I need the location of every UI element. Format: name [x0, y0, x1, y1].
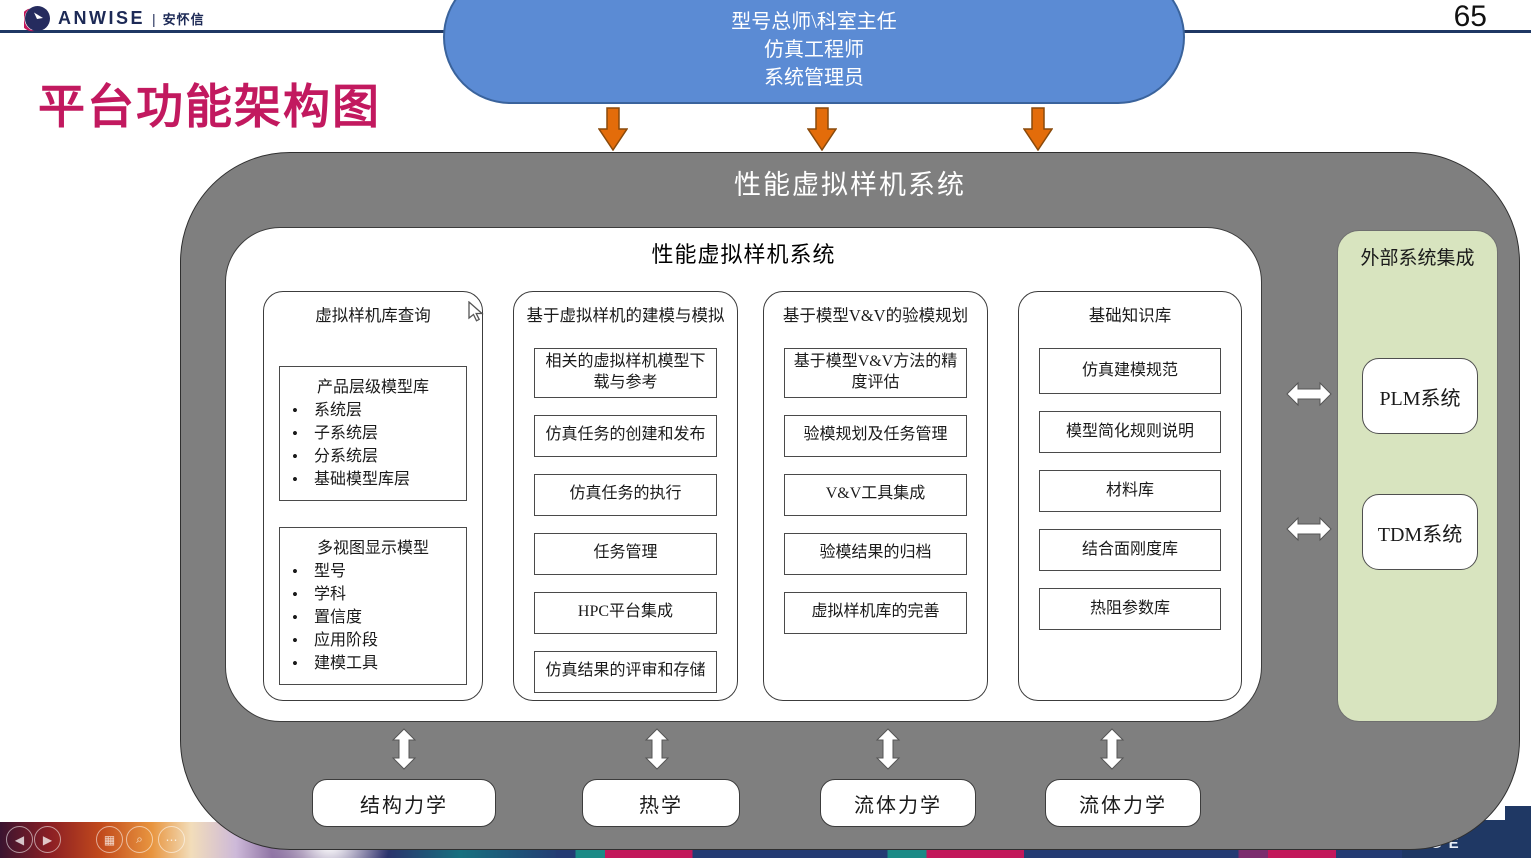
- brand-name: ANWISE: [58, 8, 145, 28]
- double-arrow-horizontal-icon: [1286, 381, 1332, 407]
- module-thermal: 热学: [582, 779, 740, 827]
- bullet-item: 系统层: [286, 399, 460, 422]
- function-box: 相关的虚拟样机模型下载与参考: [534, 348, 717, 398]
- box-stack: 基于模型V&V方法的精度评估 验模规划及任务管理 V&V工具集成 验模结果的归档…: [764, 348, 987, 634]
- function-box: 基于模型V&V方法的精度评估: [784, 348, 967, 398]
- function-box: 模型简化规则说明: [1039, 411, 1221, 453]
- mouse-cursor-icon: [468, 301, 484, 322]
- function-box: V&V工具集成: [784, 473, 967, 516]
- brand-divider: |: [152, 10, 156, 27]
- function-box: 结合面刚度库: [1039, 529, 1221, 571]
- group-title: 多视图显示模型: [316, 540, 429, 557]
- outer-system-title: 性能虚拟样机系统: [734, 170, 966, 200]
- plm-system-box: PLM系统: [1362, 358, 1478, 434]
- function-box: 任务管理: [534, 532, 717, 575]
- prev-icon[interactable]: ◀: [6, 826, 33, 853]
- module-structural-mechanics: 结构力学: [312, 779, 496, 827]
- column-title: 虚拟样机库查询: [315, 306, 431, 325]
- inner-system-container: 性能虚拟样机系统 虚拟样机库查询 产品层级模型库 系统层 子系统层 分系统层 基…: [225, 227, 1262, 722]
- column-title: 基础知识库: [1088, 306, 1172, 325]
- anwise-logo-icon: [24, 6, 50, 32]
- bullet-item: 置信度: [286, 606, 460, 629]
- column-title: 基于虚拟样机的建模与模拟: [526, 306, 725, 325]
- bullet-list: 系统层 子系统层 分系统层 基础模型库层: [286, 399, 460, 491]
- external-integration-panel: 外部系统集成 PLM系统 TDM系统: [1337, 230, 1498, 722]
- module-fluid-mechanics: 流体力学: [820, 779, 976, 827]
- function-box: 验模结果的归档: [784, 532, 967, 575]
- double-arrow-vertical-icon: [1099, 728, 1125, 770]
- box-stack: 仿真建模规范 模型简化规则说明 材料库 结合面刚度库 热阻参数库: [1019, 348, 1241, 630]
- column-vv-validation-planning: 基于模型V&V的验模规划 基于模型V&V方法的精度评估 验模规划及任务管理 V&…: [763, 291, 988, 701]
- column-virtual-prototype-library-query: 虚拟样机库查询 产品层级模型库 系统层 子系统层 分系统层 基础模型库层 多视图…: [263, 291, 483, 701]
- more-icon[interactable]: ⋯: [158, 826, 185, 853]
- role-line: 仿真工程师: [764, 39, 864, 61]
- down-arrow-icon: [598, 107, 628, 151]
- function-box: 热阻参数库: [1039, 588, 1221, 630]
- users-role-bubble: 型号总师\科室主任 仿真工程师 系统管理员: [443, 0, 1185, 104]
- slide-title: 平台功能架构图: [38, 80, 381, 133]
- function-box: 仿真任务的创建和发布: [534, 414, 717, 457]
- brand-logo: ANWISE | 安怀信: [24, 5, 205, 32]
- function-box: 验模规划及任务管理: [784, 414, 967, 457]
- column-modeling-simulation: 基于虚拟样机的建模与模拟 相关的虚拟样机模型下载与参考 仿真任务的创建和发布 仿…: [513, 291, 738, 701]
- double-arrow-vertical-icon: [644, 728, 670, 770]
- group-product-level-model-library: 产品层级模型库 系统层 子系统层 分系统层 基础模型库层: [279, 366, 467, 501]
- next-icon[interactable]: ▶: [34, 826, 61, 853]
- bullet-item: 基础模型库层: [286, 468, 460, 491]
- inner-system-title: 性能虚拟样机系统: [651, 242, 836, 267]
- role-line: 系统管理员: [764, 67, 864, 89]
- box-stack: 相关的虚拟样机模型下载与参考 仿真任务的创建和发布 仿真任务的执行 任务管理 H…: [514, 348, 737, 693]
- group-multiview-display-model: 多视图显示模型 型号 学科 置信度 应用阶段 建模工具: [279, 527, 467, 685]
- external-panel-title: 外部系统集成: [1360, 248, 1475, 269]
- function-box: HPC平台集成: [534, 591, 717, 634]
- double-arrow-vertical-icon: [391, 728, 417, 770]
- zoom-icon[interactable]: ⌕: [126, 826, 153, 853]
- grid-icon[interactable]: ▦: [96, 826, 123, 853]
- tdm-system-box: TDM系统: [1362, 494, 1478, 570]
- bullet-item: 分系统层: [286, 445, 460, 468]
- bullet-item: 应用阶段: [286, 629, 460, 652]
- bullet-item: 学科: [286, 583, 460, 606]
- function-box: 仿真任务的执行: [534, 473, 717, 516]
- function-box: 材料库: [1039, 470, 1221, 512]
- down-arrow-icon: [1023, 107, 1053, 151]
- column-title: 基于模型V&V的验模规划: [782, 306, 969, 325]
- bullet-item: 子系统层: [286, 422, 460, 445]
- module-fluid-mechanics: 流体力学: [1045, 779, 1201, 827]
- double-arrow-vertical-icon: [875, 728, 901, 770]
- page-number: 65: [1453, 0, 1487, 33]
- corner-navy-tab: [1505, 806, 1531, 822]
- group-title: 产品层级模型库: [316, 379, 429, 396]
- function-box: 虚拟样机库的完善: [784, 591, 967, 634]
- double-arrow-horizontal-icon: [1286, 516, 1332, 542]
- function-box: 仿真结果的评审和存储: [534, 650, 717, 693]
- column-basic-knowledge-base: 基础知识库 仿真建模规范 模型简化规则说明 材料库 结合面刚度库 热阻参数库: [1018, 291, 1242, 701]
- decorative-bottom-strip: [556, 850, 1531, 858]
- down-arrow-icon: [807, 107, 837, 151]
- bullet-item: 型号: [286, 560, 460, 583]
- function-box: 仿真建模规范: [1039, 348, 1221, 394]
- bullet-item: 建模工具: [286, 652, 460, 675]
- role-line: 型号总师\科室主任: [731, 11, 897, 33]
- brand-name-cn: 安怀信: [162, 12, 205, 27]
- bullet-list: 型号 学科 置信度 应用阶段 建模工具: [286, 560, 460, 675]
